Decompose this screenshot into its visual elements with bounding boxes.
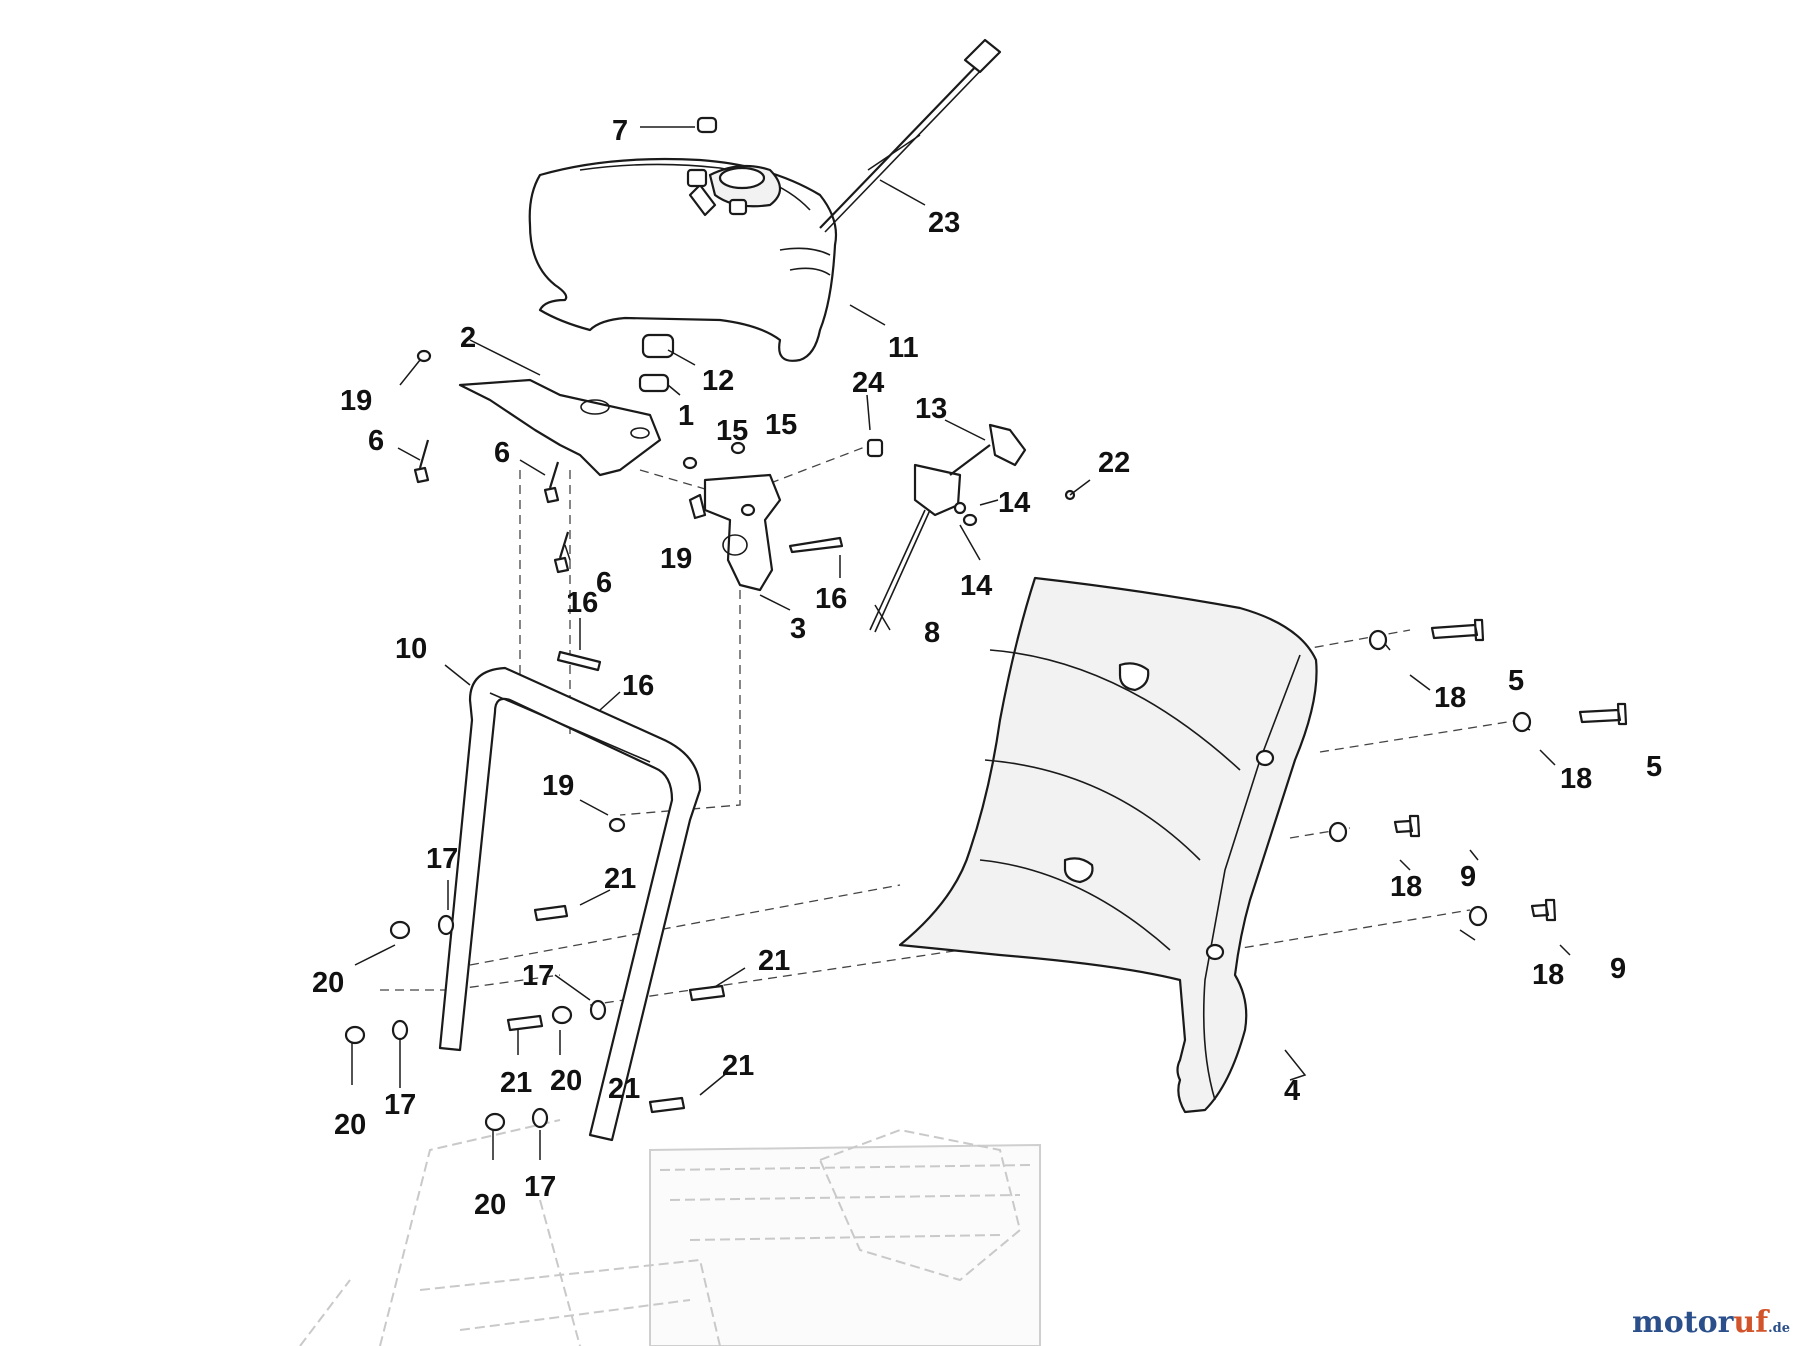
callout-20-c: 20 bbox=[334, 1109, 366, 1141]
callout-17-d: 17 bbox=[524, 1171, 556, 1203]
callout-19-c: 19 bbox=[542, 770, 574, 802]
bushing-12 bbox=[641, 333, 675, 359]
bushing-1 bbox=[638, 373, 670, 393]
callout-7: 7 bbox=[612, 115, 628, 147]
right-hardware bbox=[1328, 618, 1628, 927]
callout-4: 4 bbox=[1284, 1075, 1300, 1107]
callout-21-e: 21 bbox=[608, 1073, 640, 1105]
ghost-chassis bbox=[299, 1119, 1041, 1346]
chute-bracket bbox=[458, 378, 662, 477]
callout-labels: 7 23 11 2 12 19 1 6 15 15 24 13 22 6 14 … bbox=[312, 115, 1662, 1221]
leader-lines bbox=[351, 126, 1571, 1160]
callout-19-b: 19 bbox=[660, 543, 692, 575]
callout-3: 3 bbox=[790, 613, 806, 645]
callout-21-d: 21 bbox=[722, 1050, 754, 1082]
callout-23: 23 bbox=[928, 207, 960, 239]
control-bracket bbox=[866, 423, 1027, 633]
callout-21-b: 21 bbox=[758, 945, 790, 977]
callout-17-c: 17 bbox=[384, 1089, 416, 1121]
callout-9: 9 bbox=[1460, 861, 1476, 893]
handle-hardware bbox=[344, 904, 726, 1132]
callout-20: 20 bbox=[312, 967, 344, 999]
callout-2: 2 bbox=[460, 322, 476, 354]
callout-8: 8 bbox=[924, 617, 940, 649]
callout-24: 24 bbox=[852, 367, 884, 399]
chute-cable bbox=[819, 38, 1002, 233]
callout-22: 22 bbox=[1098, 447, 1130, 479]
callout-16-c: 16 bbox=[622, 670, 654, 702]
callout-18: 18 bbox=[1434, 682, 1466, 714]
callout-10: 10 bbox=[395, 633, 427, 665]
hardware bbox=[413, 349, 1076, 833]
callout-17: 17 bbox=[426, 843, 458, 875]
callout-14: 14 bbox=[998, 487, 1030, 519]
callout-6: 6 bbox=[368, 425, 384, 457]
callout-6-c: 6 bbox=[596, 567, 612, 599]
callout-12: 12 bbox=[702, 365, 734, 397]
callout-14-b: 14 bbox=[960, 570, 992, 602]
callout-21: 21 bbox=[604, 863, 636, 895]
callout-17-b: 17 bbox=[522, 960, 554, 992]
callout-15-b: 15 bbox=[765, 409, 797, 441]
chute-rotator-housing bbox=[528, 116, 838, 362]
callout-18-d: 18 bbox=[1532, 959, 1564, 991]
callout-20-d: 20 bbox=[474, 1189, 506, 1221]
discharge-chute bbox=[898, 576, 1318, 1114]
callout-5: 5 bbox=[1508, 665, 1524, 697]
callout-18-c: 18 bbox=[1390, 871, 1422, 903]
callout-21-c: 21 bbox=[500, 1067, 532, 1099]
callout-1: 1 bbox=[678, 400, 694, 432]
chute-handle bbox=[438, 666, 702, 1142]
callout-11: 11 bbox=[888, 332, 919, 364]
mounting-plate bbox=[688, 473, 782, 592]
callout-19: 19 bbox=[340, 385, 372, 417]
watermark-logo: motoruf.de bbox=[1631, 1305, 1790, 1340]
callout-6-b: 6 bbox=[494, 437, 510, 469]
callout-18-b: 18 bbox=[1560, 763, 1592, 795]
callout-9-b: 9 bbox=[1610, 953, 1626, 985]
callout-20-b: 20 bbox=[550, 1065, 582, 1097]
callout-16-b: 16 bbox=[815, 583, 847, 615]
callout-15: 15 bbox=[716, 415, 748, 447]
callout-5-b: 5 bbox=[1646, 751, 1662, 783]
callout-13: 13 bbox=[915, 393, 947, 425]
callout-16: 16 bbox=[566, 587, 598, 619]
